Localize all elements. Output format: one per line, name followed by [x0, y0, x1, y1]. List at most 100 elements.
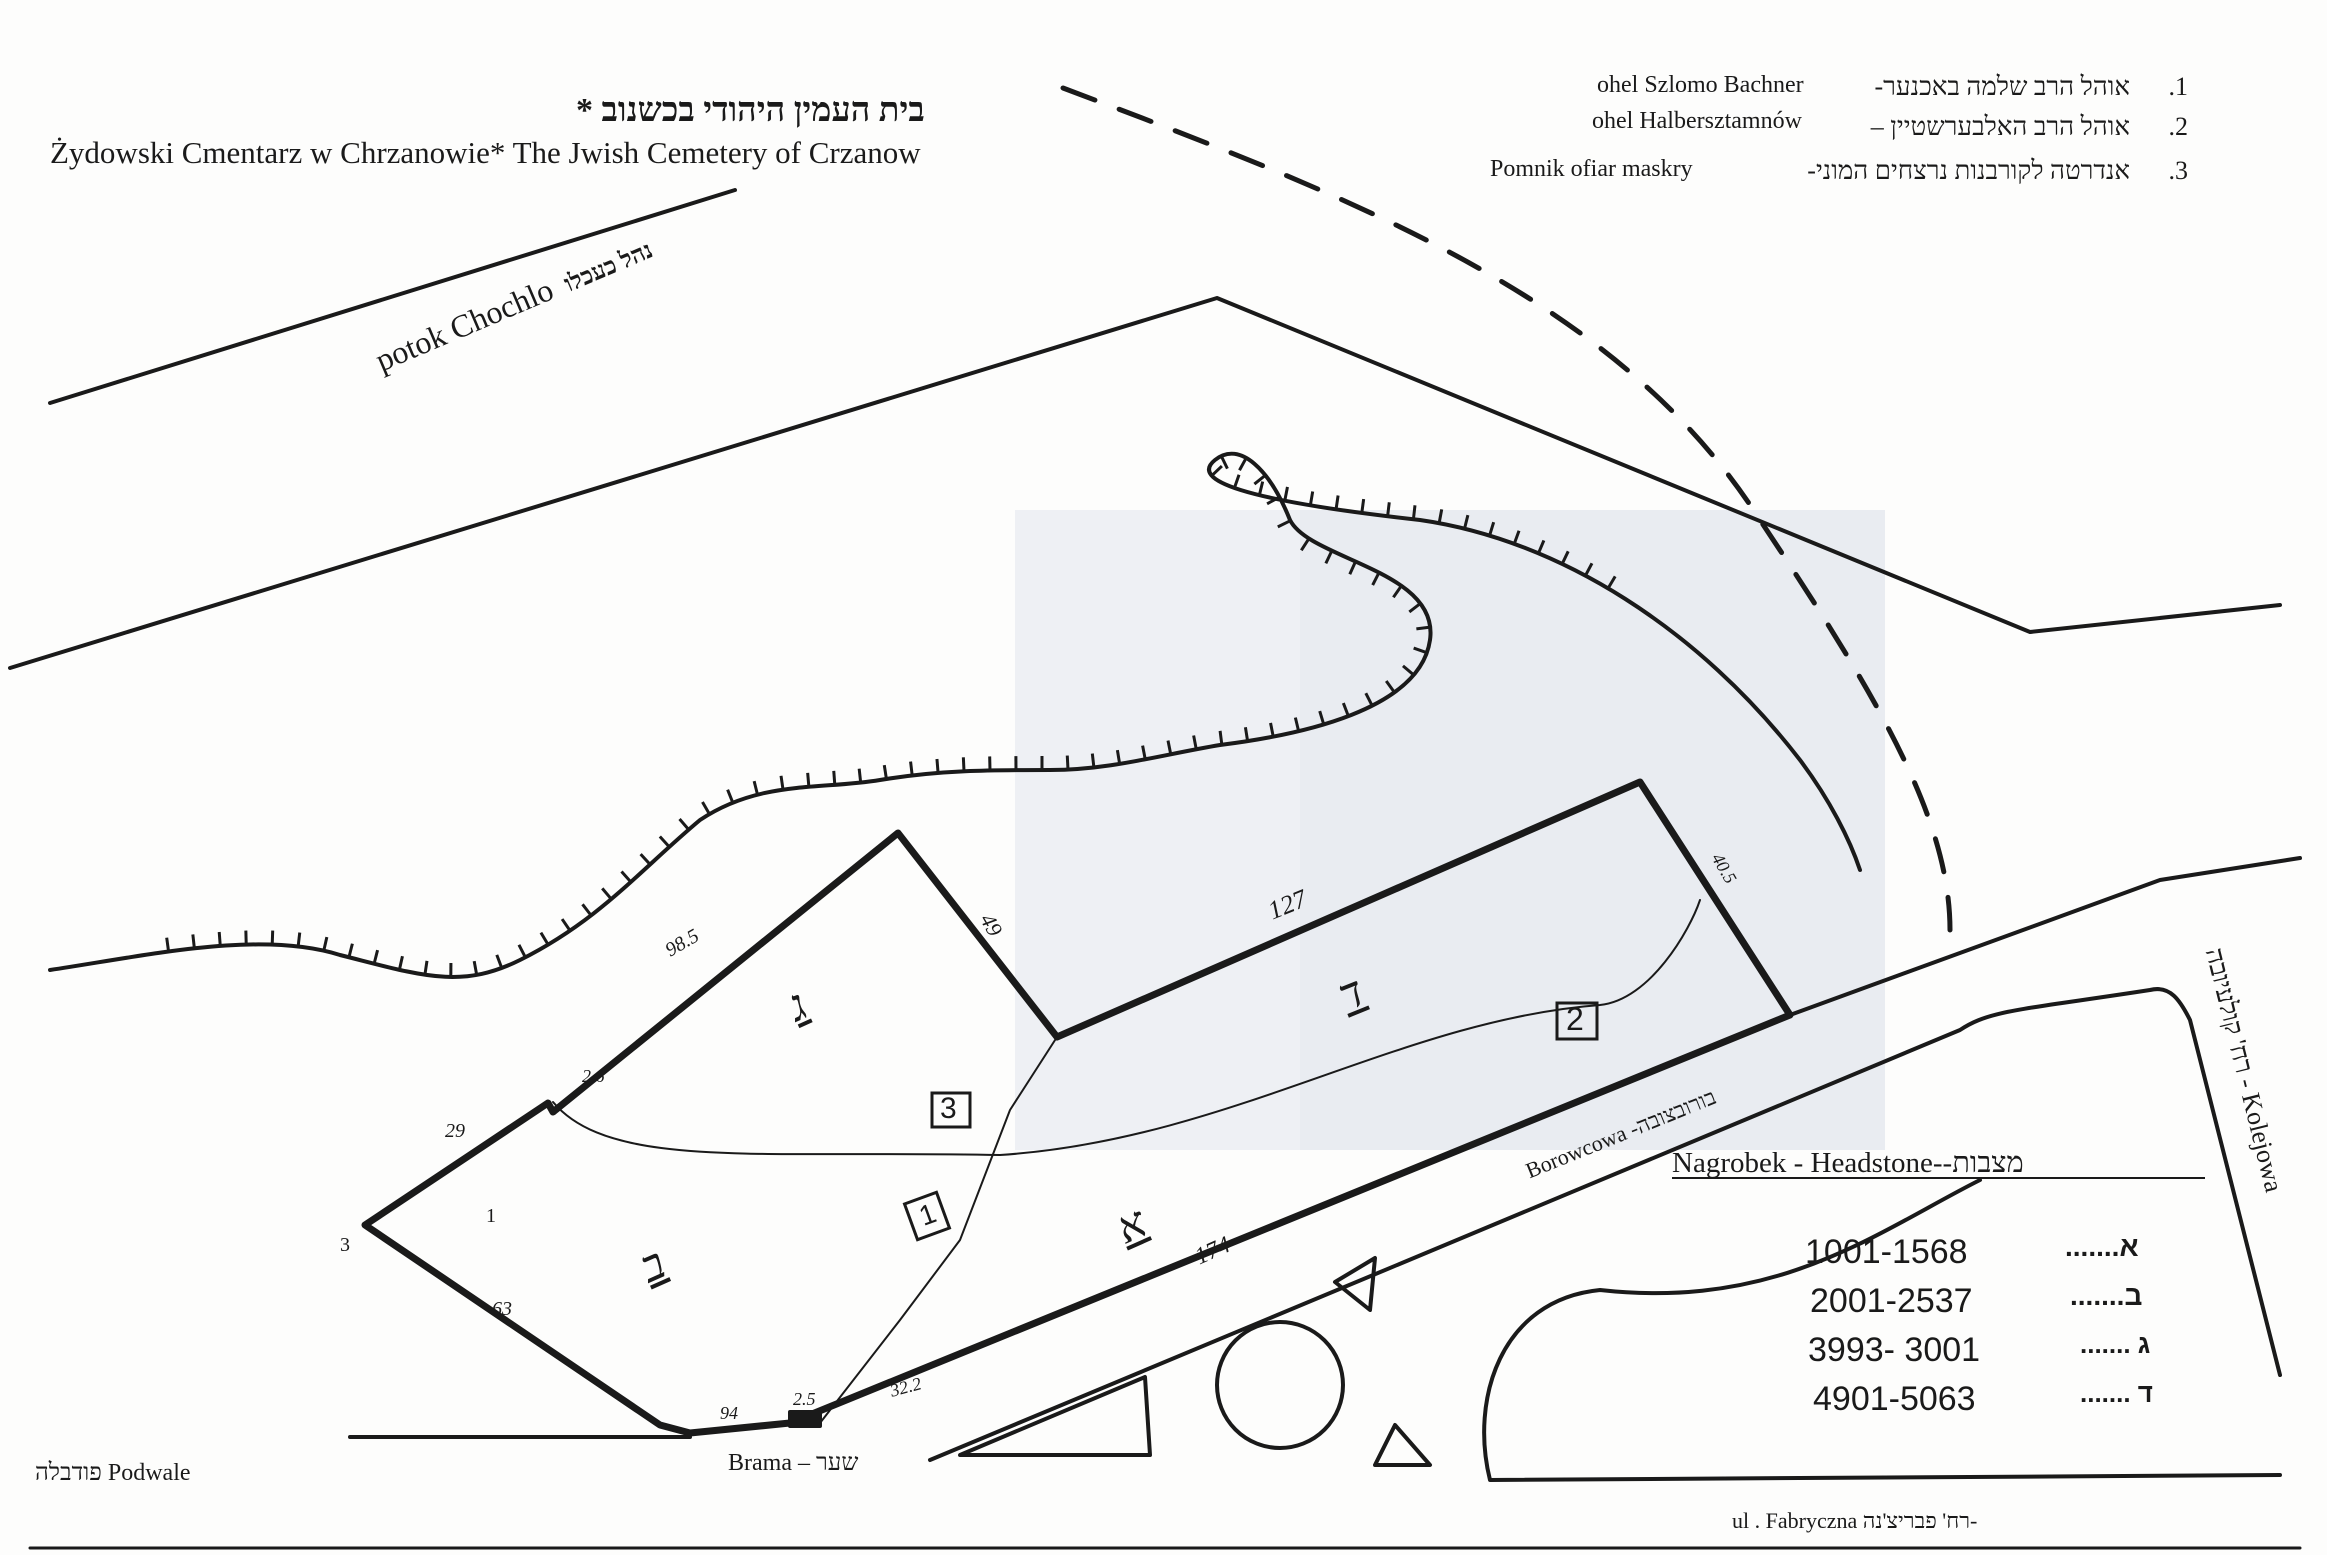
escarpment-hatch	[217, 931, 222, 947]
legend-hebrew-1: אוהל הרב שלמה באכנער-	[1874, 72, 2130, 101]
escarpment-hatch	[1266, 495, 1281, 506]
escarpment-hatch	[165, 937, 171, 952]
marker-box-3	[930, 1091, 972, 1129]
escarpment-hatch	[1584, 562, 1594, 577]
escarpment-hatch	[1341, 702, 1350, 717]
escarpment-hatch	[1218, 730, 1224, 745]
borowcowa-street-lower	[928, 987, 2282, 1462]
headstone-row: 2001-2537 ב.......	[1795, 1280, 2215, 1331]
escarpment-hatch	[1512, 530, 1521, 545]
escarpment-hatch	[1210, 464, 1223, 477]
escarpment-hatch	[1463, 514, 1470, 530]
escarpment-hatch	[1318, 710, 1326, 725]
escarpment-hatch	[191, 934, 196, 949]
legend-latin-2: ohel Halbersztamnów	[1592, 108, 1802, 134]
legend-item-3: .3 אנדרטה לקורבנות נרצחים המוני- Pomnik …	[1490, 156, 2210, 196]
escarpment-hatch	[1334, 495, 1340, 510]
escarpment-hatch	[601, 887, 613, 901]
escarpment-hatch	[322, 936, 329, 952]
measure-2-5: 2.5	[793, 1389, 816, 1409]
escarpment-hatch	[639, 853, 652, 866]
escarpment-hatch	[372, 949, 380, 965]
measure-2-6: 2.6	[582, 1066, 605, 1086]
escarpment-hatch	[1488, 521, 1496, 537]
gate-label: Brama – שער	[728, 1450, 859, 1476]
escarpment-hatch	[1411, 505, 1417, 520]
headstone-range: 2001-2537	[1810, 1282, 1973, 1320]
escarpment-hatch	[1141, 745, 1147, 760]
cemetery-boundary	[361, 778, 1794, 1437]
escarpment-hatch	[752, 780, 759, 796]
escarpment-hatch	[1324, 550, 1334, 565]
escarpment-hatch	[779, 775, 785, 790]
headstone-header: Nagrobek - Headstone--מצבות	[1672, 1147, 2024, 1179]
escarpment-hatch	[935, 758, 940, 774]
escarpment-hatch	[1437, 509, 1444, 524]
escarpment-hatch	[1413, 646, 1428, 655]
escarpment-hatch	[1348, 560, 1357, 575]
escarpment-hatch	[1219, 455, 1229, 470]
escarpment-hatch	[1308, 491, 1315, 506]
railway-dashed	[1060, 85, 1953, 933]
escarpment-hatch	[1293, 717, 1301, 732]
escarpment-line	[48, 451, 1862, 979]
escarpment-hatch	[1402, 664, 1415, 677]
escarpment-hatch	[1360, 498, 1366, 514]
measure-94: 94	[720, 1403, 738, 1423]
borowcowa-street-upper	[1788, 856, 2302, 1017]
headstone-letter: ב.......	[2070, 1280, 2143, 1311]
headstone-range: 1001-1568	[1805, 1233, 1968, 1271]
escarpment-hatch	[1253, 474, 1267, 486]
legend-num-2: .2	[2168, 112, 2189, 141]
escarpment-hatch	[1243, 727, 1250, 742]
escarpment-hatch	[1115, 749, 1122, 765]
escarpment-hatch	[397, 955, 404, 971]
escarpment-hatch	[296, 932, 302, 947]
escarpment-hatch	[909, 761, 914, 776]
escarpment-hatch	[620, 870, 632, 883]
measure-29: 29	[445, 1120, 465, 1142]
escarpment-hatch	[1300, 537, 1311, 552]
headstone-row: 4901-5063 ד .......	[1795, 1378, 2215, 1429]
podwale-label: פודבלה Podwale	[35, 1460, 191, 1486]
escarpment-hatch	[517, 944, 527, 958]
marker-box-2	[1555, 1001, 1599, 1041]
escarpment-hatch	[495, 954, 504, 969]
marker-box-1	[902, 1190, 952, 1242]
headstone-table: 1001-1568 א....... 2001-2537 ב....... 39…	[1795, 1231, 2215, 1429]
headstone-range: 3993- 3001	[1808, 1331, 1981, 1369]
legend-num-3: .3	[2168, 156, 2189, 185]
escarpment-hatch	[423, 960, 429, 975]
legend-item-1: .1 אוהל הרב שלמה באכנער- ohel Szlomo Bac…	[1490, 72, 2210, 112]
roundabout-circle	[1215, 1320, 1345, 1450]
escarpment-hatch	[857, 768, 863, 783]
escarpment-hatch	[560, 918, 572, 932]
legend-num-1: .1	[2168, 72, 2189, 101]
escarpment-hatch	[1416, 625, 1431, 631]
shaded-area-2	[1015, 510, 1300, 1150]
measure-63: 63	[492, 1298, 512, 1320]
traffic-island-triangle-2	[1333, 1256, 1377, 1312]
headstone-letter: א.......	[2065, 1231, 2139, 1262]
escarpment-hatches	[165, 455, 1617, 977]
legend-hebrew-3: אנדרטה לקורבנות נרצחים המוני-	[1807, 156, 2130, 185]
escarpment-hatch	[701, 801, 711, 815]
stream-bank-lower	[8, 296, 2282, 670]
escarpment-hatch	[1283, 486, 1289, 501]
headstone-row: 3993- 3001 ג .......	[1795, 1329, 2215, 1380]
legend-item-2: .2 אוהל הרב האלבערשטיין – ohel Halberszt…	[1490, 108, 2210, 156]
escarpment-hatch	[1392, 584, 1403, 599]
escarpment-hatch	[1238, 457, 1248, 471]
escarpment-hatch	[961, 757, 966, 772]
measure-1: 1	[486, 1205, 496, 1227]
escarpment-hatch	[1065, 755, 1070, 770]
escarpment-hatch	[539, 931, 550, 946]
escarpment-hatch	[832, 770, 837, 785]
headstone-row: 1001-1568 א.......	[1795, 1231, 2215, 1282]
marker-2-label: 2	[1566, 1001, 1584, 1037]
gate-mark	[788, 1410, 822, 1428]
escarpment-hatch	[1269, 722, 1275, 737]
escarpment-hatch	[472, 960, 479, 976]
title-hebrew: בית העמין היהודי בכשנוב *	[576, 92, 925, 129]
escarpment-hatch	[1257, 481, 1265, 496]
